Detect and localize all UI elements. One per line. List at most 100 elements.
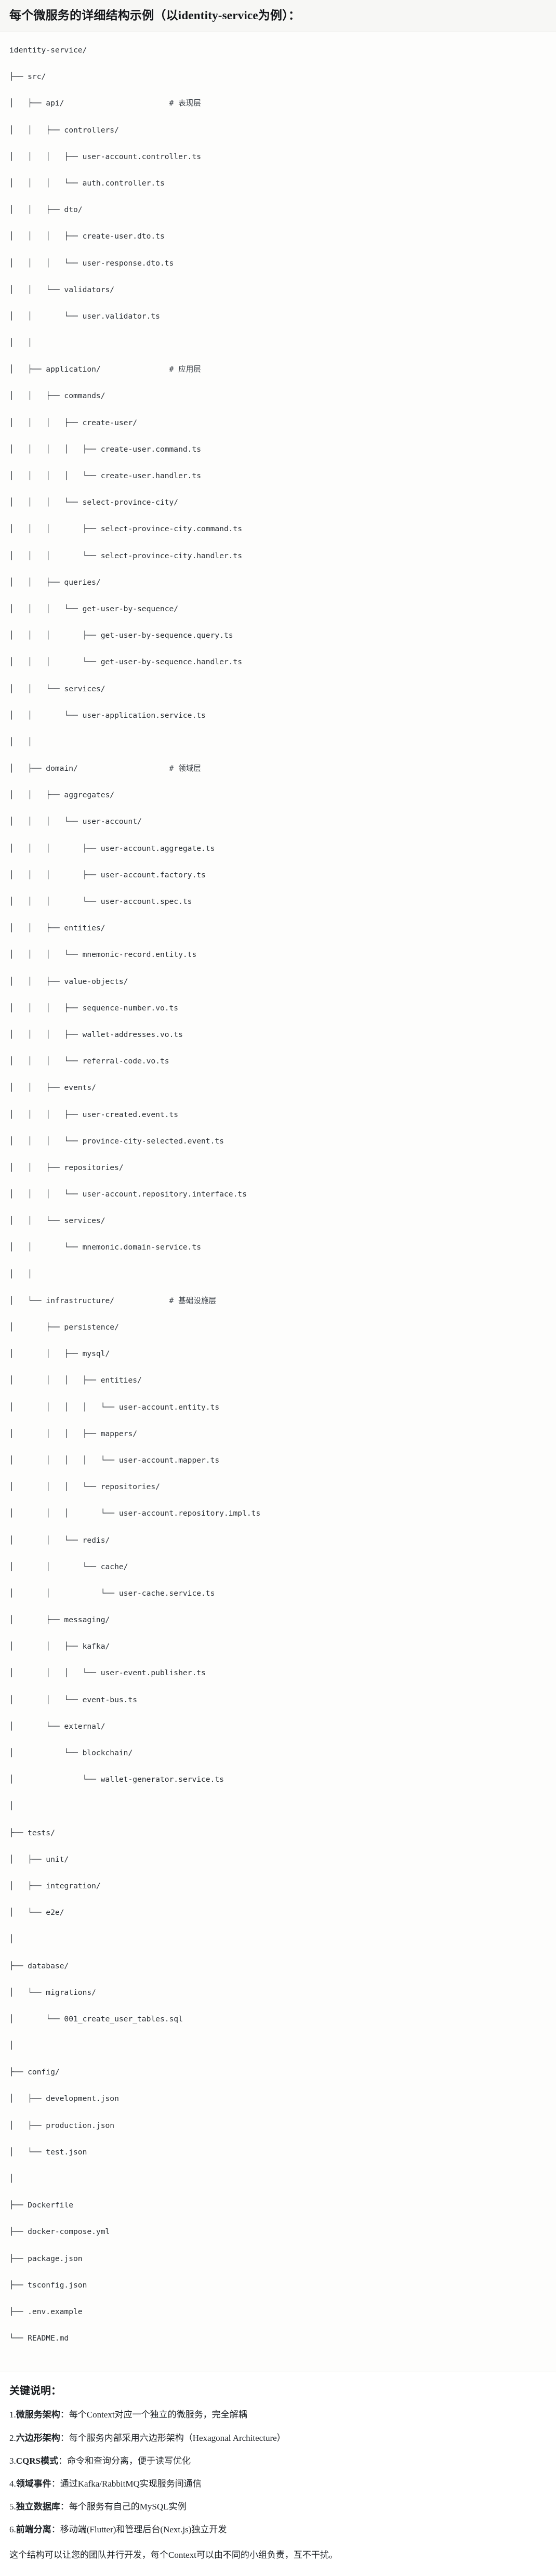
key-note-text: ：移动端(Flutter)和管理后台(Next.js)独立开发 xyxy=(51,2525,227,2535)
tree-line-comment: # 基础设施层 xyxy=(169,1296,217,1305)
directory-tree: identity-service/ ├── src/ │ ├── api/ # … xyxy=(9,44,547,2358)
tree-line: │ └── wallet-generator.service.ts xyxy=(9,1773,547,1786)
tree-line: │ xyxy=(9,1933,547,1946)
tree-line-path: │ │ │ └── select-province-city.handler.t… xyxy=(9,551,243,560)
tree-line-path: │ │ │ ├── select-province-city.command.t… xyxy=(9,524,243,534)
tree-line: │ │ │ ├── user-account.controller.ts xyxy=(9,150,547,164)
tree-line-path: │ │ │ └── user-account.spec.ts xyxy=(9,897,192,906)
tree-line: │ │ └── event-bus.ts xyxy=(9,1693,547,1707)
tree-line-path: │ │ │ ├── user-account.controller.ts xyxy=(9,152,202,161)
tree-line: │ │ xyxy=(9,735,547,749)
tree-line-path: │ │ │ └── user-account.repository.interf… xyxy=(9,1190,247,1199)
tree-line: │ xyxy=(9,2039,547,2053)
tree-line: │ │ ├── mysql/ xyxy=(9,1347,547,1361)
key-notes-footer: 这个结构可以让您的团队并行开发，每个Context可以由不同的小组负责，互不干扰… xyxy=(9,2550,338,2560)
tree-line: │ ├── integration/ xyxy=(9,1880,547,1893)
tree-line-path: │ xyxy=(9,2041,14,2051)
tree-line-path: │ │ ├── queries/ xyxy=(9,577,101,587)
tree-line-path: │ │ └── user-cache.service.ts xyxy=(9,1588,215,1598)
tree-line-path: │ │ │ └── user-account/ xyxy=(9,817,142,826)
tree-line-path: │ │ ├── controllers/ xyxy=(9,125,119,135)
tree-line: ├── config/ xyxy=(9,2066,547,2079)
tree-line-path: │ │ │ └── get-user-by-sequence/ xyxy=(9,604,179,613)
tree-line: │ ├── production.json xyxy=(9,2119,547,2133)
tree-line: │ ├── persistence/ xyxy=(9,1321,547,1334)
tree-line-path: │ │ ├── entities/ xyxy=(9,924,105,933)
tree-line-path: │ │ │ ├── wallet-addresses.vo.ts xyxy=(9,1030,183,1039)
tree-line-path: ├── package.json xyxy=(9,2254,83,2263)
tree-line-path: │ │ │ └── select-province-city/ xyxy=(9,498,179,507)
key-note-number: 4. xyxy=(9,2478,16,2489)
tree-line-path: │ │ │ │ └── user-account.entity.ts xyxy=(9,1402,220,1412)
tree-line-path: │ │ └── redis/ xyxy=(9,1535,110,1545)
tree-line: │ │ │ ├── user-created.event.ts xyxy=(9,1108,547,1122)
tree-line: │ ├── api/ # 表现层 xyxy=(9,97,547,110)
tree-line: │ └── 001_create_user_tables.sql xyxy=(9,2013,547,2026)
key-note-text: ：每个服务内部采用六边形架构（Hexagonal Architecture） xyxy=(60,2433,286,2443)
key-note-number: 6. xyxy=(9,2525,16,2535)
tree-line: │ └── external/ xyxy=(9,1720,547,1733)
key-note-number: 1. xyxy=(9,2410,16,2420)
tree-line-path: │ │ └── validators/ xyxy=(9,285,115,294)
tree-line-path: │ ├── persistence/ xyxy=(9,1323,119,1332)
key-note-item: 4.领域事件：通过Kafka/RabbitMQ实现服务间通信 xyxy=(9,2477,547,2491)
tree-line-path: │ │ ├── value-objects/ xyxy=(9,977,128,986)
key-note-term: 独立数据库 xyxy=(16,2502,60,2512)
tree-line-path: │ └── wallet-generator.service.ts xyxy=(9,1775,224,1784)
tree-line: │ │ │ ├── sequence-number.vo.ts xyxy=(9,1002,547,1015)
tree-line: ├── tests/ xyxy=(9,1826,547,1840)
tree-line-path: │ │ │ └── user-event.publisher.ts xyxy=(9,1668,206,1678)
tree-line-path: ├── Dockerfile xyxy=(9,2201,74,2210)
tree-line-path: ├── database/ xyxy=(9,1961,69,1970)
tree-line-path: ├── docker-compose.yml xyxy=(9,2227,110,2237)
tree-line-path: │ │ │ ├── create-user/ xyxy=(9,418,138,427)
tree-line: │ └── test.json xyxy=(9,2146,547,2159)
tree-line-comment: # 领域层 xyxy=(169,764,201,773)
tree-line: │ │ ├── kafka/ xyxy=(9,1640,547,1653)
tree-line-path: │ xyxy=(9,1935,14,1944)
tree-line: │ │ │ ├── entities/ xyxy=(9,1374,547,1387)
tree-line: │ │ │ └── user-account.repository.impl.t… xyxy=(9,1507,547,1520)
tree-line-path: │ │ └── event-bus.ts xyxy=(9,1695,138,1704)
tree-line-path: │ │ │ ├── create-user.dto.ts xyxy=(9,232,165,241)
key-note-item: 6.前端分离：移动端(Flutter)和管理后台(Next.js)独立开发 xyxy=(9,2522,547,2536)
tree-line-path: │ │ └── mnemonic.domain-service.ts xyxy=(9,1243,202,1252)
tree-line-path: │ │ ├── dto/ xyxy=(9,205,83,215)
tree-line-path: │ ├── api/ xyxy=(9,99,64,108)
tree-line: │ │ │ └── mnemonic-record.entity.ts xyxy=(9,948,547,962)
tree-line: └── README.md xyxy=(9,2332,547,2345)
tree-line-path: │ │ └── services/ xyxy=(9,1216,105,1226)
tree-line-path: │ │ │ └── province-city-selected.event.t… xyxy=(9,1136,224,1146)
tree-line: │ │ ├── commands/ xyxy=(9,389,547,403)
tree-line-path: │ │ │ └── auth.controller.ts xyxy=(9,178,165,188)
directory-tree-block: identity-service/ ├── src/ │ ├── api/ # … xyxy=(0,32,556,2373)
tree-line: │ │ │ └── get-user-by-sequence/ xyxy=(9,602,547,616)
tree-line: ├── .env.example xyxy=(9,2305,547,2319)
key-note-text: ：通过Kafka/RabbitMQ实现服务间通信 xyxy=(51,2478,202,2489)
tree-line: │ │ │ ├── user-account.factory.ts xyxy=(9,869,547,882)
tree-line-path: │ xyxy=(9,2174,14,2184)
tree-line: │ ├── application/ # 应用层 xyxy=(9,363,547,376)
key-note-item: 2.六边形架构：每个服务内部采用六边形架构（Hexagonal Architec… xyxy=(9,2431,547,2445)
tree-line: │ │ ├── aggregates/ xyxy=(9,788,547,802)
tree-line: │ │ └── user-cache.service.ts xyxy=(9,1587,547,1600)
key-note-text: ：每个服务有自己的MySQL实例 xyxy=(60,2502,187,2512)
tree-line: │ │ ├── entities/ xyxy=(9,922,547,935)
tree-line: │ xyxy=(9,1799,547,1813)
tree-line-path: │ └── test.json xyxy=(9,2147,87,2157)
tree-line-path: │ │ │ ├── user-account.factory.ts xyxy=(9,870,206,879)
key-note-text: ：命令和查询分离，便于读写优化 xyxy=(58,2455,191,2466)
tree-line: │ │ └── mnemonic.domain-service.ts xyxy=(9,1241,547,1254)
tree-line-path: │ │ │ ├── mappers/ xyxy=(9,1429,138,1438)
tree-line: ├── docker-compose.yml xyxy=(9,2225,547,2239)
tree-line: │ │ │ └── user-account.repository.interf… xyxy=(9,1188,547,1201)
tree-line-gap xyxy=(114,1296,169,1305)
tree-line-path: │ ├── production.json xyxy=(9,2121,115,2130)
tree-line-path: │ │ ├── mysql/ xyxy=(9,1349,110,1359)
tree-line: │ │ └── user.validator.ts xyxy=(9,310,547,323)
tree-line: │ ├── unit/ xyxy=(9,1853,547,1867)
key-note-term: 领域事件 xyxy=(16,2478,51,2489)
tree-line: identity-service/ xyxy=(9,44,547,57)
key-notes-heading: 关键说明： xyxy=(9,2385,61,2397)
tree-line-path: │ │ ├── commands/ xyxy=(9,391,105,401)
